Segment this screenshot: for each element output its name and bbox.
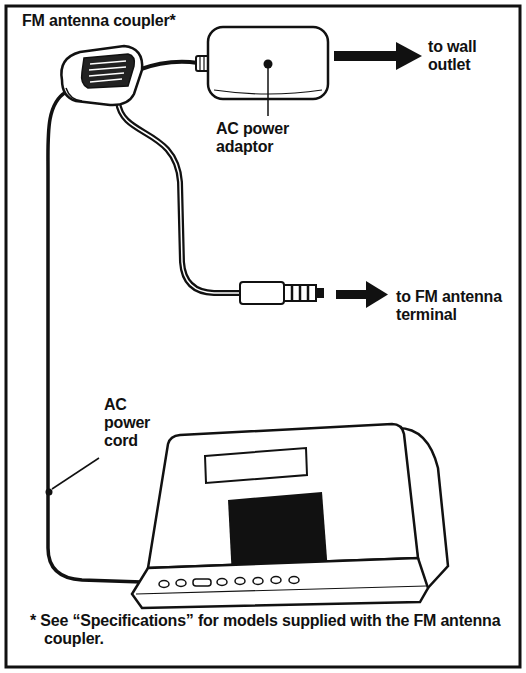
- leader-line: [52, 458, 99, 489]
- direction-arrow: [336, 281, 388, 308]
- fm-antenna-coupler-part: [89, 61, 126, 82]
- fm-antenna-cable-part: [299, 285, 302, 301]
- ac-power-cord-part: [46, 489, 53, 496]
- fm-antenna-coupler: [61, 46, 142, 105]
- radio-unit-part-part: [289, 577, 299, 584]
- part-label: FM antenna coupler*: [22, 12, 222, 30]
- direction-label: to wall outlet: [428, 38, 504, 74]
- ac-power-adaptor-part: [264, 60, 273, 69]
- fm-antenna-coupler-part-part: [90, 79, 122, 82]
- fm-antenna-cable-part: [316, 288, 324, 298]
- part-label: AC power cord: [104, 396, 166, 450]
- fm-antenna-coupler-part: [82, 54, 135, 88]
- fm-antenna-coupler-part: [66, 88, 82, 101]
- adaptor-cable-part: [199, 57, 200, 70]
- fm-antenna-coupler-part-part: [90, 61, 126, 64]
- radio-unit-part-part: [235, 578, 245, 585]
- adaptor-cable: [138, 56, 210, 71]
- radio-unit-part: [136, 586, 426, 594]
- footnote: * See “Specifications” for models suppli…: [30, 612, 514, 648]
- fm-antenna-cable-part: [307, 285, 310, 301]
- frame-border: [6, 6, 520, 667]
- direction-arrow-part: [396, 42, 422, 70]
- radio-unit-part-part: [193, 579, 211, 586]
- radio-unit-part: [159, 577, 299, 588]
- adaptor-cable-part: [203, 57, 204, 70]
- fm-antenna-cable-part: [240, 282, 284, 304]
- adaptor-cable-part: [138, 62, 198, 70]
- fm-antenna-coupler-part-part: [89, 73, 124, 76]
- direction-arrow-part: [366, 281, 388, 308]
- radio-unit-part-part: [159, 581, 169, 588]
- radio-unit-part-part: [217, 579, 227, 586]
- direction-arrow: [334, 42, 422, 70]
- direction-arrow-part: [334, 51, 400, 61]
- radio-unit-part-part: [271, 577, 281, 584]
- leader-line: [267, 68, 269, 116]
- radio-unit-part-part: [176, 580, 186, 587]
- radio-unit-part: [132, 558, 428, 608]
- ac-power-cord-part: [48, 92, 142, 582]
- radio-unit-part: [205, 448, 307, 483]
- fm-antenna-cable-part: [284, 285, 316, 301]
- ac-power-cord: [46, 92, 143, 582]
- radio-unit-part-part: [253, 578, 263, 585]
- direction-arrow-part: [336, 290, 370, 299]
- part-label: AC power adaptor: [216, 120, 312, 156]
- radio-unit: [132, 424, 448, 608]
- direction-label: to FM antenna terminal: [396, 288, 516, 324]
- fm-antenna-cable: [118, 102, 324, 304]
- fm-antenna-coupler-part-part: [89, 67, 126, 70]
- fm-antenna-coupler-part: [61, 46, 142, 105]
- fm-antenna-cable-part: [291, 285, 294, 301]
